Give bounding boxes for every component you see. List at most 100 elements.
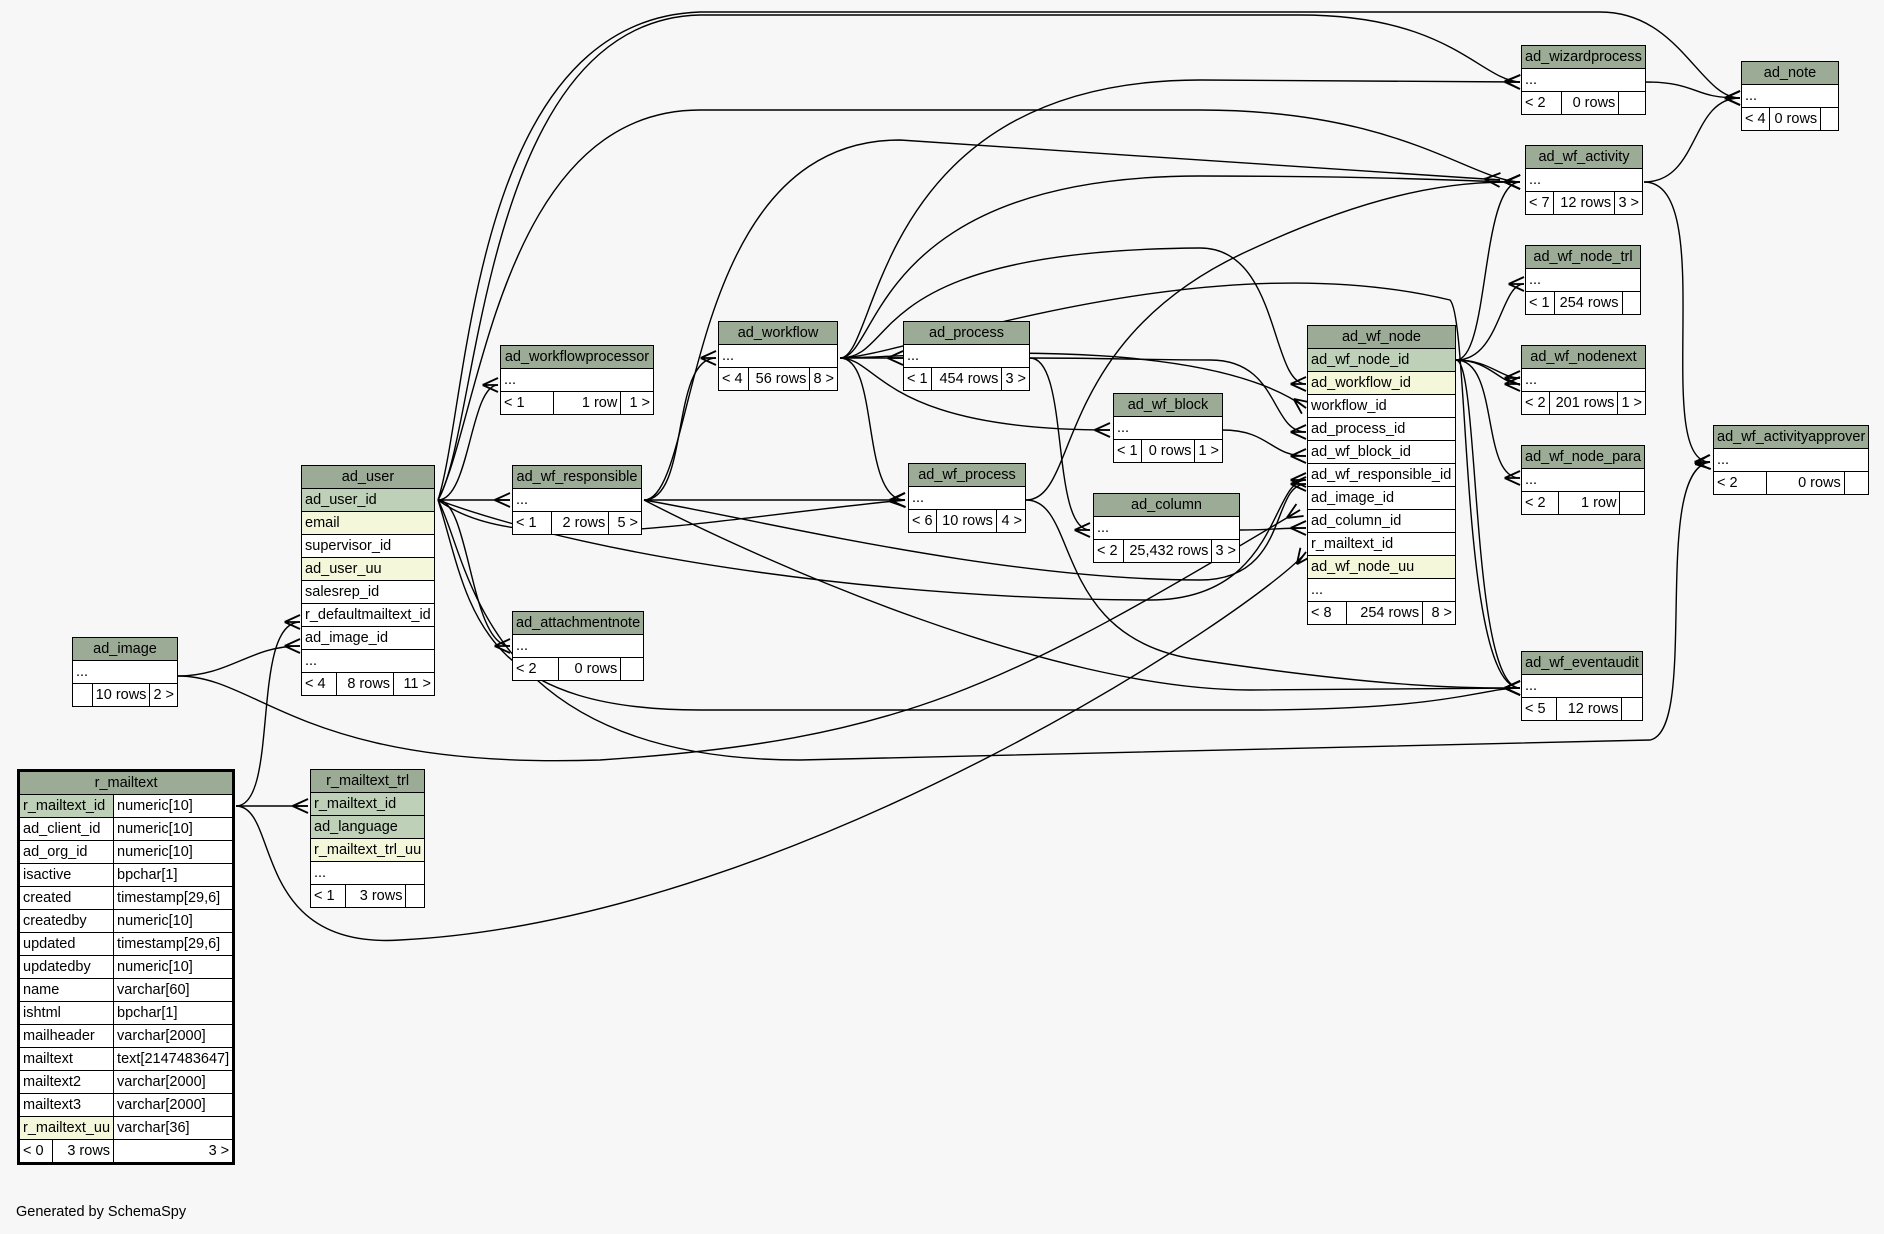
table-title: ad_wf_process xyxy=(908,463,1026,487)
column-name: ad_image_id xyxy=(301,626,435,650)
column-ellipsis: ... xyxy=(301,649,435,673)
parent-count: < 8 xyxy=(1306,601,1348,625)
column-name: ad_column_id xyxy=(1307,509,1456,533)
child-count xyxy=(1619,491,1646,515)
column-type: bpchar[1] xyxy=(113,863,235,887)
column-name: ad_language xyxy=(309,815,426,839)
child-count: 8 > xyxy=(809,367,838,391)
row-count: 12 rows xyxy=(1553,191,1616,215)
column-name: ad_workflow_id xyxy=(1307,371,1456,395)
column-name: r_mailtext_trl_uu xyxy=(309,838,426,862)
edge-responsible-activity xyxy=(643,139,1500,501)
row-count: 254 rows xyxy=(1346,601,1424,625)
column-name: updated xyxy=(17,932,115,956)
table-title: r_mailtext_trl xyxy=(309,769,426,793)
column-name: mailheader xyxy=(17,1024,115,1048)
table-title: ad_wf_nodenext xyxy=(1521,345,1646,369)
child-count: 4 > xyxy=(995,509,1027,533)
edge-block-wf-node xyxy=(1221,429,1306,456)
table-title: ad_wf_eventaudit xyxy=(1521,651,1643,675)
child-count: 3 > xyxy=(113,1139,235,1164)
edge-responsible-wf-node xyxy=(643,484,1306,581)
parent-count: < 2 xyxy=(1521,391,1550,415)
column-ellipsis: ... xyxy=(1712,448,1870,472)
column-name: mailtext3 xyxy=(17,1093,115,1117)
table-title: ad_note xyxy=(1741,61,1839,85)
edge-workflow-wf-node-a xyxy=(839,247,1306,384)
parent-count: < 4 xyxy=(1741,107,1770,131)
column-type: numeric[10] xyxy=(113,955,235,979)
row-count: 56 rows xyxy=(747,367,811,391)
column-name: updatedby xyxy=(17,955,115,979)
column-ellipsis: ... xyxy=(309,861,426,885)
table-title: ad_wf_activityapprover xyxy=(1712,425,1870,449)
column-name: ad_user_uu xyxy=(301,557,435,581)
parent-count: < 4 xyxy=(718,367,749,391)
edge-activity-note xyxy=(1643,98,1740,183)
row-count: 0 rows xyxy=(1140,439,1196,463)
parent-count: < 1 xyxy=(499,391,555,415)
edge-wizard-note xyxy=(1643,81,1740,98)
row-count: 10 rows xyxy=(91,683,151,707)
edge-process-column xyxy=(1029,357,1090,530)
child-count: 3 > xyxy=(1001,367,1030,391)
child-count: 3 > xyxy=(1211,539,1240,563)
column-name: ad_wf_responsible_id xyxy=(1307,463,1456,487)
edge-workflow-wf-process xyxy=(839,357,905,500)
parent-count: < 2 xyxy=(1092,539,1125,563)
child-count xyxy=(1843,471,1870,495)
row-count: 201 rows xyxy=(1548,391,1619,415)
edge-node-eventaudit xyxy=(1455,359,1520,688)
child-count: 5 > xyxy=(608,511,642,535)
column-ellipsis: ... xyxy=(512,488,642,512)
edge-workflow-wf-block xyxy=(839,357,1110,430)
edge-image-wf-node xyxy=(177,510,1300,762)
table-title: ad_wf_node_trl xyxy=(1525,245,1641,269)
child-count: 11 > xyxy=(393,672,435,696)
parent-count: < 6 xyxy=(908,509,937,533)
column-ellipsis: ... xyxy=(908,486,1026,510)
table-title: ad_wf_node_para xyxy=(1520,445,1646,469)
parent-count: < 1 xyxy=(1113,439,1142,463)
column-ellipsis: ... xyxy=(1741,84,1839,108)
edge-user-workflowprocessor xyxy=(437,385,498,501)
column-name: email xyxy=(301,511,435,535)
column-type: text[2147483647] xyxy=(113,1047,235,1071)
edge-node-nodenext-b xyxy=(1455,359,1520,384)
column-type: numeric[10] xyxy=(113,840,235,864)
column-name: ad_wf_node_id xyxy=(1307,348,1456,372)
column-name: mailtext xyxy=(17,1047,115,1071)
footer-generated-by: Generated by SchemaSpy xyxy=(16,1204,187,1220)
child-count xyxy=(405,884,426,908)
row-count: 1 row xyxy=(553,391,622,415)
column-ellipsis: ... xyxy=(1525,168,1643,192)
column-ellipsis: ... xyxy=(511,634,645,658)
parent-count: < 4 xyxy=(301,672,337,696)
edge-workflow-wf-node-b xyxy=(839,352,1306,408)
row-count: 3 rows xyxy=(52,1139,115,1164)
child-count: 2 > xyxy=(149,683,178,707)
row-count: 0 rows xyxy=(1768,107,1822,131)
column-name: ad_wf_block_id xyxy=(1307,440,1456,464)
